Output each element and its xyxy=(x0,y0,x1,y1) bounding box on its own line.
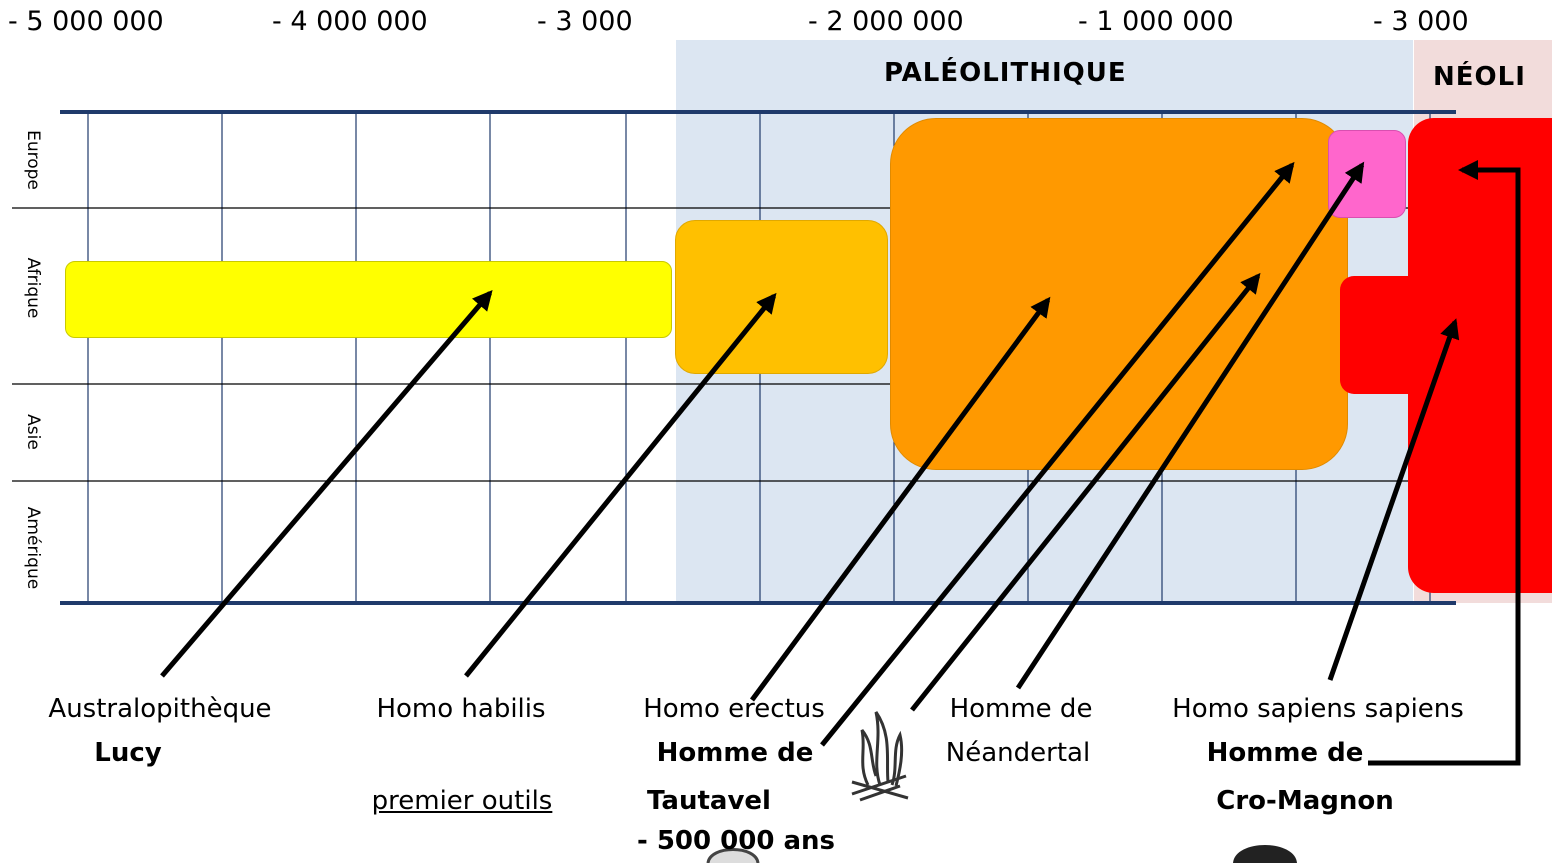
fire-icon xyxy=(851,711,909,802)
scale-label-3000-b: - 3 000 xyxy=(1373,6,1469,37)
caption-homo-habilis: Homo habilis xyxy=(376,694,546,724)
caption-homme-de-cro-magnon-line1: Homme de xyxy=(1206,738,1364,768)
arrow-tautavel-a xyxy=(820,161,1295,747)
skull-icon xyxy=(706,848,760,863)
period-paleolithique: PALÉOLITHIQUE xyxy=(884,58,1127,88)
scale-label-3000-a: - 3 000 xyxy=(537,6,633,37)
arrow-neandertal-a xyxy=(1015,161,1365,690)
caption-neandertal: Néandertal xyxy=(945,738,1091,768)
homo-sapiens-range xyxy=(1408,118,1552,593)
caption-homo-erectus: Homo erectus xyxy=(643,694,825,724)
homo-habilis-range xyxy=(675,220,888,374)
scale-label-5000000: - 5 000 000 xyxy=(8,6,164,37)
caption-tautavel: Tautavel xyxy=(647,786,771,816)
arrow-cro-magnon xyxy=(1368,160,1521,766)
caption-date-tautavel: - 500 000 ans xyxy=(636,826,836,856)
caption-homme-de-neandertal-line1: Homme de xyxy=(949,694,1093,724)
arrow-lucy xyxy=(160,289,493,678)
arrow-habilis xyxy=(464,292,777,678)
caption-lucy: Lucy xyxy=(94,738,162,768)
caption-homme-de-tautavel-line1: Homme de xyxy=(656,738,814,768)
scale-label-2000000: - 2 000 000 xyxy=(808,6,964,37)
arrow-tautavel-b xyxy=(910,272,1261,712)
caption-homo-sapiens-sapiens: Homo sapiens sapiens xyxy=(1172,694,1464,724)
arrow-erectus xyxy=(749,296,1051,702)
neandertal-range xyxy=(1328,130,1406,218)
caption-premier-outils: premier outils xyxy=(371,786,553,816)
scale-label-4000000: - 4 000 000 xyxy=(272,6,428,37)
caption-australopitheque: Australopithèque xyxy=(48,694,272,724)
scale-label-1000000: - 1 000 000 xyxy=(1078,6,1234,37)
caption-cro-magnon: Cro-Magnon xyxy=(1216,786,1394,816)
period-neolithique: NÉOLI xyxy=(1433,62,1526,92)
skull-icon xyxy=(1233,845,1297,863)
arrow-sapiens xyxy=(1327,318,1460,681)
australopitheque-range xyxy=(65,261,672,338)
